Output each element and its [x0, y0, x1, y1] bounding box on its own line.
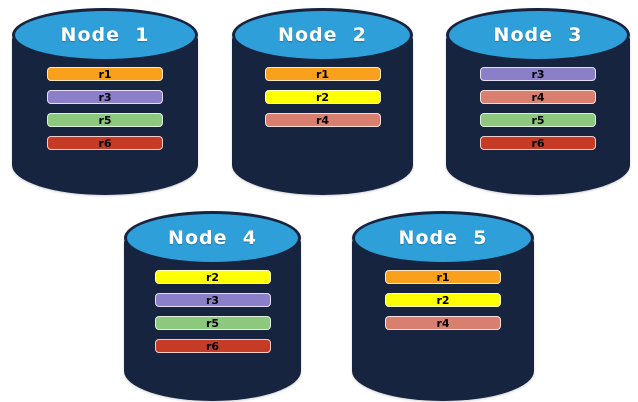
replica-bar-r1: r1 [47, 67, 163, 81]
replica-bar-r6: r6 [480, 136, 596, 150]
replica-bar-r4: r4 [480, 90, 596, 104]
replica-bar-r5: r5 [480, 113, 596, 127]
replica-bar-r6: r6 [47, 136, 163, 150]
db-node-5: Node 5 r1 r2 r4 [352, 211, 534, 401]
cylinder-top: Node 4 [124, 211, 301, 265]
replica-bar-r1: r1 [264, 67, 381, 81]
replica-bar-r2: r2 [385, 293, 501, 307]
replica-list: r2 r3 r5 r6 [154, 270, 271, 353]
db-node-2: Node 2 r1 r2 r4 [232, 8, 413, 195]
node-label: Node 1 [60, 24, 150, 46]
db-node-4: Node 4 r2 r3 r5 r6 [124, 211, 301, 401]
replica-bar-r2: r2 [154, 270, 271, 284]
replica-bar-r4: r4 [385, 316, 501, 330]
replica-bar-r1: r1 [385, 270, 501, 284]
node-label: Node 2 [278, 24, 367, 46]
replica-bar-r5: r5 [47, 113, 163, 127]
replica-bar-r3: r3 [47, 90, 163, 104]
node-label: Node 5 [398, 227, 488, 249]
replica-bar-r4: r4 [264, 113, 381, 127]
replica-list: r1 r3 r5 r6 [47, 67, 163, 150]
cylinder-top: Node 3 [446, 8, 630, 62]
replica-bar-r3: r3 [480, 67, 596, 81]
cylinder-top: Node 2 [232, 8, 413, 62]
replica-list: r1 r2 r4 [264, 67, 381, 127]
cylinder-top: Node 1 [12, 8, 198, 62]
cylinder-top: Node 5 [352, 211, 534, 265]
db-node-1: Node 1 r1 r3 r5 r6 [12, 8, 198, 195]
replica-bar-r2: r2 [264, 90, 381, 104]
replica-bar-r3: r3 [154, 293, 271, 307]
replica-list: r3 r4 r5 r6 [480, 67, 596, 150]
node-label: Node 4 [168, 227, 257, 249]
replica-bar-r6: r6 [154, 339, 271, 353]
db-node-3: Node 3 r3 r4 r5 r6 [446, 8, 630, 195]
replica-list: r1 r2 r4 [385, 270, 501, 330]
replica-bar-r5: r5 [154, 316, 271, 330]
node-label: Node 3 [493, 24, 583, 46]
